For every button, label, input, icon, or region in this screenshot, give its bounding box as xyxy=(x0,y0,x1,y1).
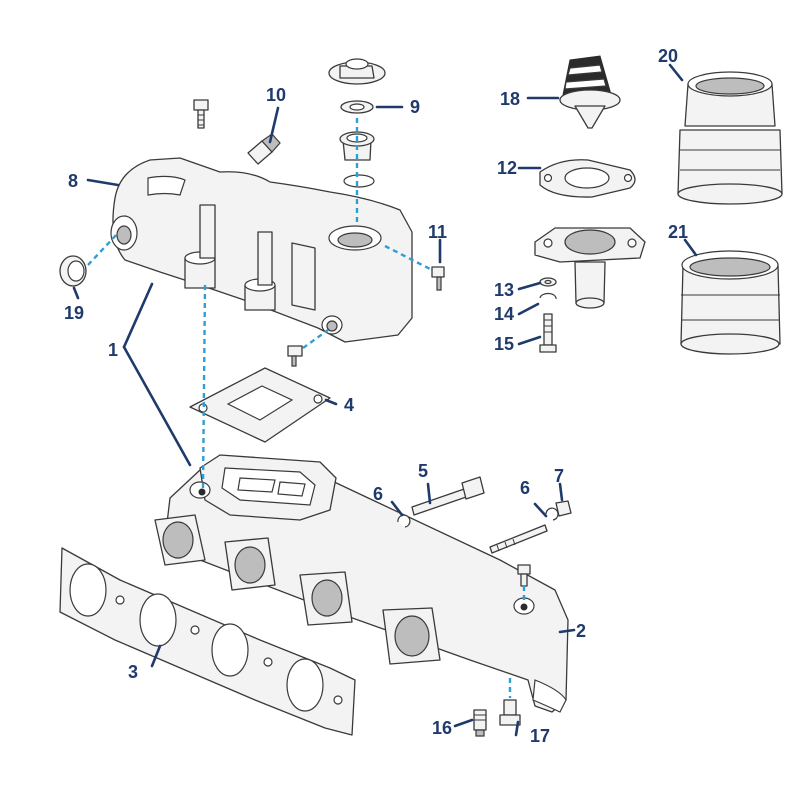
neck-o-ring xyxy=(343,174,375,188)
thermostat xyxy=(559,55,621,129)
drain-plug xyxy=(499,699,521,726)
callout-12: 12 xyxy=(497,158,517,178)
washer xyxy=(539,277,557,287)
callout-19: 19 xyxy=(64,303,84,323)
lock-washer-right xyxy=(545,507,559,521)
callout-5: 5 xyxy=(418,461,428,481)
manifold-top-bolt xyxy=(517,564,531,587)
cap-washer xyxy=(340,100,374,114)
callout-16: 16 xyxy=(432,718,452,738)
drain-valve-lower xyxy=(287,345,303,367)
callout-labels: 1 2 3 4 5 6 6 7 8 9 10 11 12 13 14 15 16… xyxy=(64,46,688,746)
leader-lines xyxy=(72,63,698,737)
large-sleeve xyxy=(677,71,783,205)
zinc-anode xyxy=(473,709,487,737)
callout-10: 10 xyxy=(266,85,286,105)
callout-20: 20 xyxy=(658,46,678,66)
callout-2: 2 xyxy=(576,621,586,641)
callout-14: 14 xyxy=(494,304,514,324)
callout-15: 15 xyxy=(494,334,514,354)
alignment-guides xyxy=(87,118,526,698)
thermostat-housing xyxy=(534,227,646,309)
callout-6a: 6 xyxy=(373,484,383,504)
stud xyxy=(489,524,548,554)
callout-17: 17 xyxy=(530,726,550,746)
lock-washer xyxy=(539,292,557,300)
callout-7: 7 xyxy=(554,466,564,486)
callout-21: 21 xyxy=(668,222,688,242)
callout-9: 9 xyxy=(410,97,420,117)
stud-nut xyxy=(555,500,572,517)
callout-4: 4 xyxy=(344,395,354,415)
manifold-gasket xyxy=(59,547,356,736)
top-bolt xyxy=(193,99,209,129)
filler-cap xyxy=(328,58,386,85)
callout-18: 18 xyxy=(500,89,520,109)
small-sleeve xyxy=(680,250,781,355)
lock-washer-left xyxy=(397,514,411,528)
exhaust-manifold xyxy=(154,454,569,713)
thermostat-gasket xyxy=(539,159,636,198)
drain-valve xyxy=(431,266,445,291)
callout-8: 8 xyxy=(68,171,78,191)
callout-6b: 6 xyxy=(520,478,530,498)
callout-1: 1 xyxy=(108,340,118,360)
callout-13: 13 xyxy=(494,280,514,300)
housing-bolt xyxy=(539,313,557,353)
end-plug xyxy=(59,255,87,287)
top-gasket xyxy=(189,367,331,443)
callout-11: 11 xyxy=(428,222,447,242)
heat-exchanger xyxy=(110,157,413,343)
callout-3: 3 xyxy=(128,662,138,682)
hose-fitting xyxy=(247,133,281,165)
manifold-bolt xyxy=(411,476,485,516)
